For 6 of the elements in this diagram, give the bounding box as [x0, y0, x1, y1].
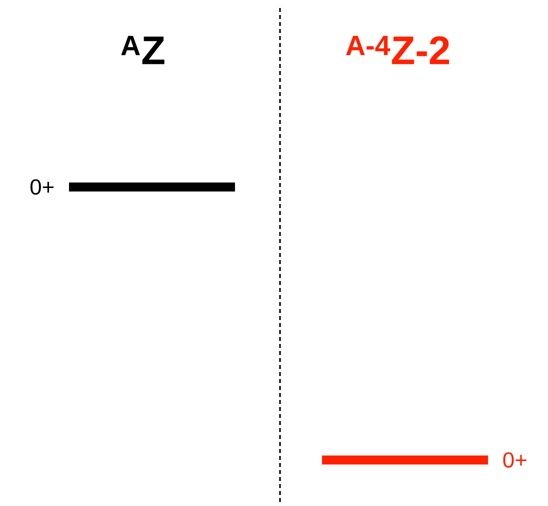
energy-level-bar	[69, 182, 235, 192]
nuclide-heading: $^{A}$Z	[121, 36, 164, 64]
level-label: 0+	[503, 452, 526, 468]
energy-level-bar	[322, 456, 488, 464]
nuclide-heading: $^{A-4}$Z-2	[346, 36, 450, 64]
level-label: 0+	[30, 179, 54, 195]
